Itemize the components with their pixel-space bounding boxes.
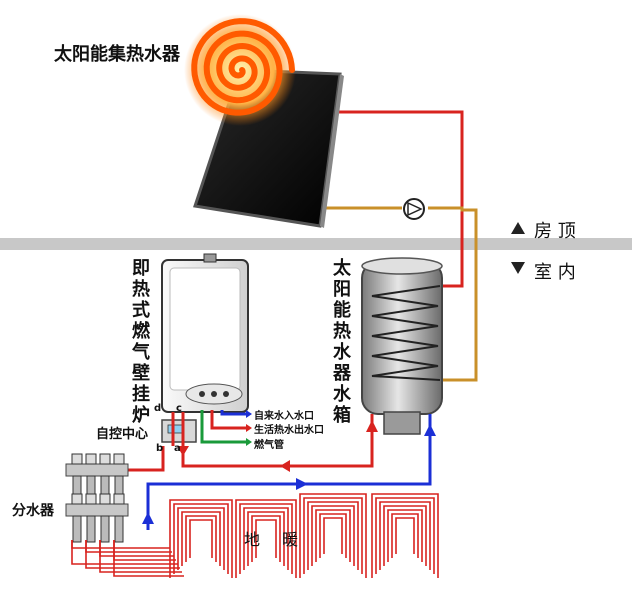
manifold (65, 453, 129, 543)
collector-title: 太阳能集热水器 (54, 44, 180, 65)
floor-coil (235, 499, 297, 578)
floor-label-right: 暖 (282, 530, 299, 549)
storage-tank (361, 257, 443, 435)
coil-feed-line (85, 540, 172, 553)
manifold-valve (85, 453, 97, 465)
port-a-label: a (174, 443, 181, 454)
gas-arrow-icon (246, 438, 252, 446)
manifold-label: 分水器 (12, 503, 54, 519)
return-arrow-icon (280, 460, 290, 472)
manifold-outlet (114, 515, 124, 543)
gas-pipe-label: 燃气管 (254, 440, 284, 451)
heat-spiral-icon (184, 14, 296, 126)
supply-arrow-icon (296, 478, 308, 490)
manifold-valve (99, 453, 111, 465)
coil-feed-line (85, 540, 180, 569)
coil-feed-line (99, 540, 182, 573)
manifold-bar (65, 503, 129, 517)
cold-inlet-label: 自来水入水口 (254, 411, 314, 422)
hot-outlet-label: 生活热水出水口 (254, 425, 324, 436)
indoor-label: 室 内 (534, 262, 576, 283)
manifold-valve (113, 453, 125, 465)
up-arrow-blue-icon (424, 424, 436, 436)
roof-label: 房 顶 (534, 221, 576, 242)
manifold-valve (71, 453, 83, 465)
roof-divider (0, 238, 632, 250)
tank-coil (371, 285, 441, 381)
port-b-label: b (156, 443, 164, 454)
floor-label-left: 地 (244, 530, 261, 549)
port-d-label: d (154, 403, 162, 414)
floor-coil (299, 493, 367, 578)
wall-boiler (161, 253, 249, 413)
manifold-valve (85, 493, 97, 505)
port-c-label: c (176, 403, 182, 414)
down-arrow-red-icon (177, 446, 189, 456)
floor-coil (169, 499, 233, 578)
coil-feed-line (113, 540, 184, 577)
down-triangle-icon (511, 262, 525, 274)
manifold-valve (71, 493, 83, 505)
floor-heating-coils (71, 493, 439, 578)
controller-label: 自控中心 (96, 427, 149, 442)
manifold-bar (65, 463, 129, 477)
heating-loop-pipes (128, 412, 432, 530)
hot-outlet-arrow-icon (246, 424, 252, 432)
manifold-valve (99, 493, 111, 505)
coil-feed-line (113, 540, 176, 561)
boiler-service-pipes (200, 410, 246, 444)
floor-coil (371, 493, 439, 578)
manifold-outlet (72, 515, 82, 543)
manifold-outlet (100, 515, 110, 543)
up-arrow-red-icon (366, 420, 378, 432)
coil-feed-line (71, 540, 178, 565)
manifold-valve (113, 493, 125, 505)
up-triangle-icon (511, 222, 525, 234)
manifold-outlet (86, 515, 96, 543)
manifold-up-arrow-icon (142, 512, 154, 524)
boiler-title: 即热式燃气壁挂炉 (132, 258, 150, 426)
cold-inlet-arrow-icon (246, 410, 252, 418)
pump-icon (403, 198, 425, 220)
tank-title: 太阳能热水器水箱 (333, 258, 351, 426)
